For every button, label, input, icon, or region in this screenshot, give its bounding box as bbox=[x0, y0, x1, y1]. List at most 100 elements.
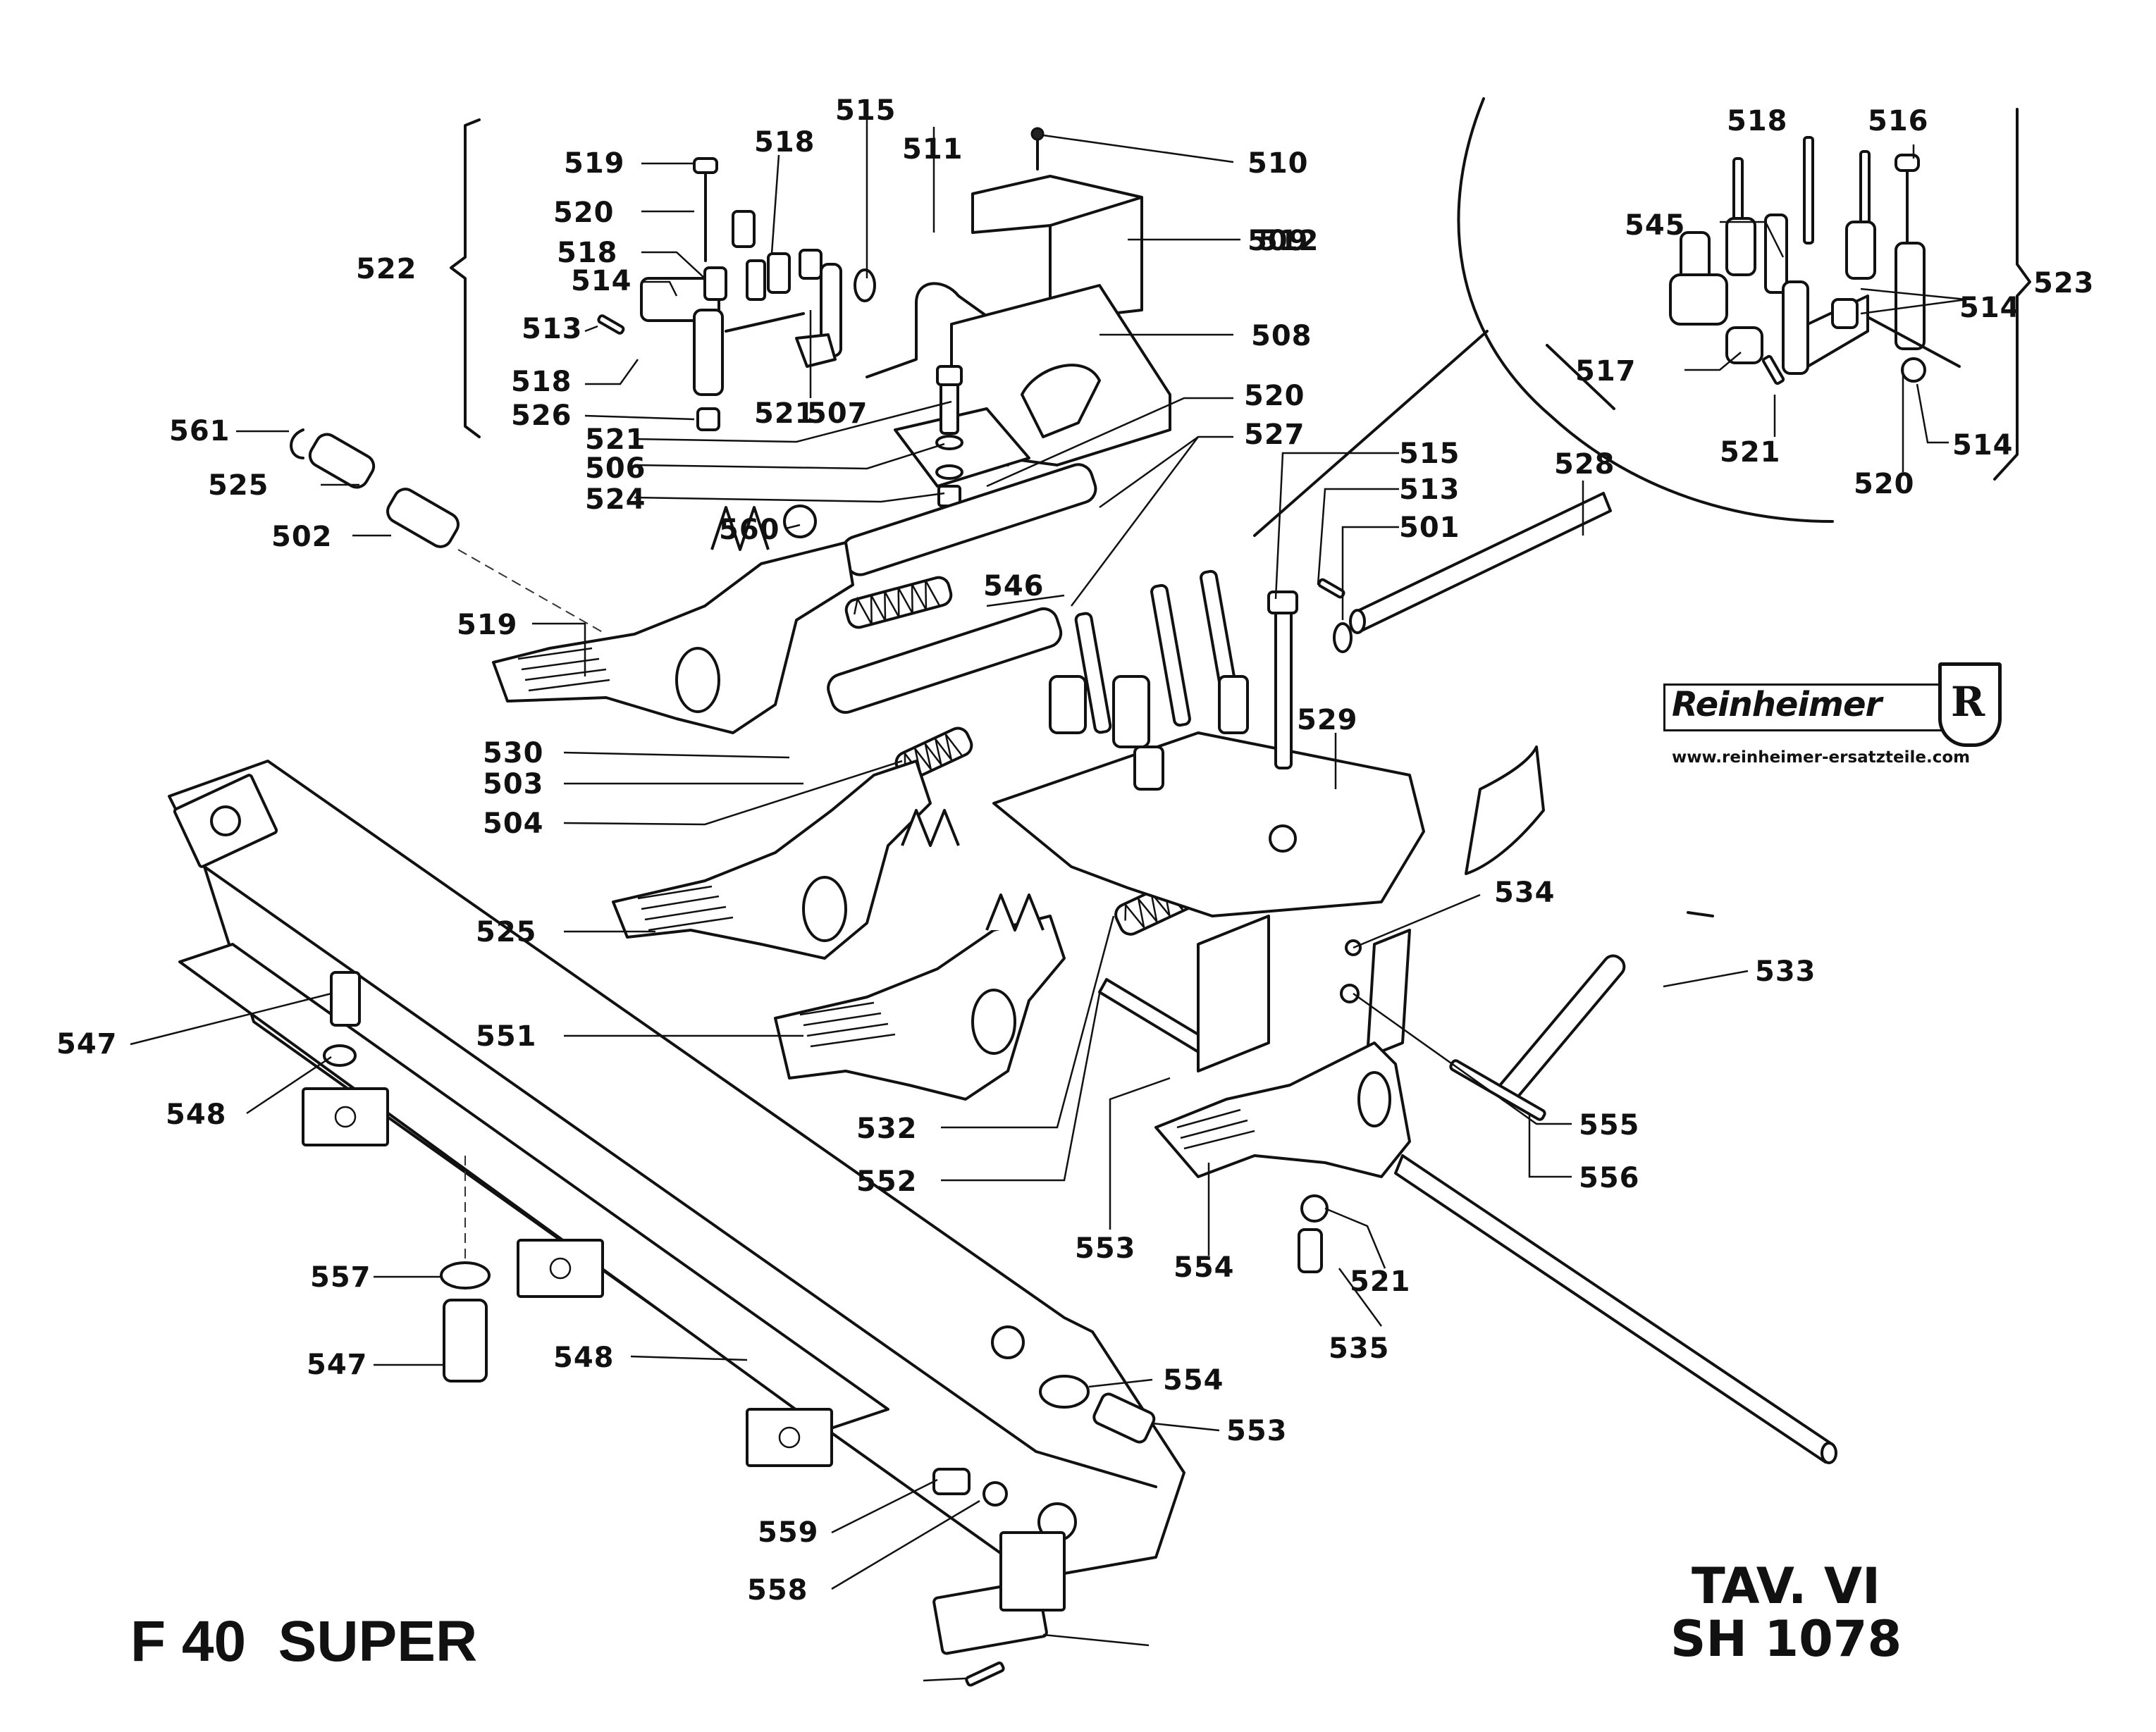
callout-525: 525 bbox=[208, 469, 269, 502]
inset-valve-block-523 bbox=[1669, 136, 1961, 385]
callout-520: 520 bbox=[1854, 468, 1915, 500]
callout-547: 547 bbox=[56, 1028, 118, 1060]
callout-548: 548 bbox=[553, 1342, 615, 1374]
callout-514: 514 bbox=[571, 265, 632, 297]
nut-553-lower bbox=[982, 1481, 1008, 1507]
callout-514: 514 bbox=[1952, 429, 2014, 462]
callout-519: 519 bbox=[564, 147, 625, 180]
callout-532: 532 bbox=[856, 1113, 918, 1145]
callout-546: 546 bbox=[983, 570, 1045, 602]
callout-516: 516 bbox=[1868, 105, 1929, 137]
callout-525: 525 bbox=[476, 916, 537, 948]
screw-554-right bbox=[1298, 1228, 1323, 1273]
callout-558: 558 bbox=[747, 1574, 808, 1607]
callout-551: 551 bbox=[476, 1020, 537, 1053]
callout-530: 530 bbox=[483, 737, 544, 769]
square-nut-upper bbox=[302, 1087, 389, 1146]
callout-547: 547 bbox=[307, 1349, 368, 1381]
sleeve-560 bbox=[308, 433, 376, 489]
callout-534: 534 bbox=[1494, 877, 1556, 909]
square-nut-middle bbox=[517, 1239, 604, 1298]
bracket-534 bbox=[1197, 915, 1411, 1072]
pedal-552 bbox=[1154, 1041, 1837, 1464]
pedal-503 bbox=[612, 760, 960, 960]
nut-524 bbox=[783, 505, 817, 538]
callout-529: 529 bbox=[1297, 704, 1358, 736]
callout-545: 545 bbox=[1625, 209, 1686, 242]
group-label-522: 522 bbox=[356, 253, 417, 285]
callout-520: 520 bbox=[1244, 380, 1305, 412]
callout-518: 518 bbox=[1727, 105, 1788, 137]
callout-554: 554 bbox=[1174, 1251, 1235, 1284]
inset-pointer-line bbox=[1253, 330, 1489, 537]
callout-521: 521 bbox=[1720, 436, 1781, 469]
shaft-513 bbox=[1317, 492, 1612, 653]
callout-508: 508 bbox=[1251, 320, 1312, 352]
cover-509 bbox=[971, 127, 1143, 322]
plate-559 bbox=[999, 1531, 1066, 1612]
callout-521: 521 bbox=[585, 423, 646, 456]
square-nut-lower bbox=[746, 1408, 833, 1467]
callout-513: 513 bbox=[522, 313, 583, 345]
group-bracket-523 bbox=[1993, 108, 2031, 481]
callout-501: 501 bbox=[1399, 512, 1460, 544]
callout-515: 515 bbox=[835, 94, 897, 127]
group-label-523: 523 bbox=[2033, 267, 2095, 299]
inset-pointer-line-2 bbox=[1546, 344, 1615, 410]
brand-shield-letter: R bbox=[1951, 678, 1985, 726]
callout-518: 518 bbox=[511, 366, 572, 398]
inset-arc bbox=[1457, 97, 1834, 523]
base-rail-557 bbox=[168, 760, 1185, 1580]
washer-547-right bbox=[1039, 1375, 1090, 1409]
callout-555: 555 bbox=[1579, 1109, 1640, 1142]
callout-518: 518 bbox=[754, 126, 815, 159]
callout-519: 519 bbox=[457, 609, 518, 641]
link-bar-506-lower bbox=[827, 607, 1063, 714]
callout-552: 552 bbox=[856, 1165, 918, 1198]
callout-548: 548 bbox=[166, 1099, 227, 1131]
group-bracket-522 bbox=[450, 118, 481, 438]
drawing-code: SH 1078 bbox=[1670, 1610, 1902, 1668]
plate-number: TAV. VI bbox=[1692, 1557, 1880, 1615]
model-title: F 40 SUPER bbox=[130, 1609, 477, 1674]
washer-556 bbox=[323, 1044, 357, 1067]
callout-556: 556 bbox=[1579, 1162, 1640, 1194]
brand-url: www.reinheimer-ersatzteile.com bbox=[1672, 748, 1971, 767]
bent-rod-511 bbox=[866, 282, 1009, 466]
frame-501 bbox=[992, 569, 1545, 917]
callout-502: 502 bbox=[271, 521, 333, 553]
callout-518: 518 bbox=[557, 237, 618, 269]
callout-514: 514 bbox=[1959, 292, 2021, 324]
link-bar-506-upper bbox=[841, 463, 1097, 576]
base-plate bbox=[178, 943, 889, 1432]
nut-553-right bbox=[1300, 1194, 1329, 1223]
callout-553: 553 bbox=[1226, 1415, 1288, 1447]
plate-507 bbox=[894, 365, 1030, 507]
callout-506: 506 bbox=[585, 452, 646, 485]
callout-527: 527 bbox=[1244, 419, 1305, 451]
leader-lines bbox=[130, 120, 1967, 1682]
brand-name: Reinheimer bbox=[1672, 685, 1882, 724]
bolt-548-left bbox=[443, 1299, 488, 1382]
callout-520: 520 bbox=[553, 197, 615, 229]
callout-521: 521 bbox=[1350, 1266, 1411, 1298]
bolt-555 bbox=[330, 971, 361, 1027]
callout-533: 533 bbox=[1755, 955, 1816, 988]
pedal-502 bbox=[492, 506, 854, 734]
callout-553: 553 bbox=[1075, 1232, 1136, 1265]
lever-535 bbox=[1496, 911, 1714, 1103]
callout-509: 509 bbox=[1248, 225, 1309, 257]
pedal-504 bbox=[774, 893, 1066, 1101]
shaft-532 bbox=[1098, 978, 1214, 1058]
callout-535: 535 bbox=[1329, 1332, 1390, 1365]
valve-block-522 bbox=[597, 157, 876, 431]
brand-shield-icon bbox=[1938, 662, 2002, 747]
spring-525-upper bbox=[844, 576, 953, 629]
callout-528: 528 bbox=[1554, 448, 1615, 481]
callout-512: 512 bbox=[1258, 225, 1319, 257]
callout-560: 560 bbox=[719, 514, 780, 546]
sleeve-561 bbox=[386, 488, 460, 548]
callout-507: 507 bbox=[807, 397, 868, 430]
